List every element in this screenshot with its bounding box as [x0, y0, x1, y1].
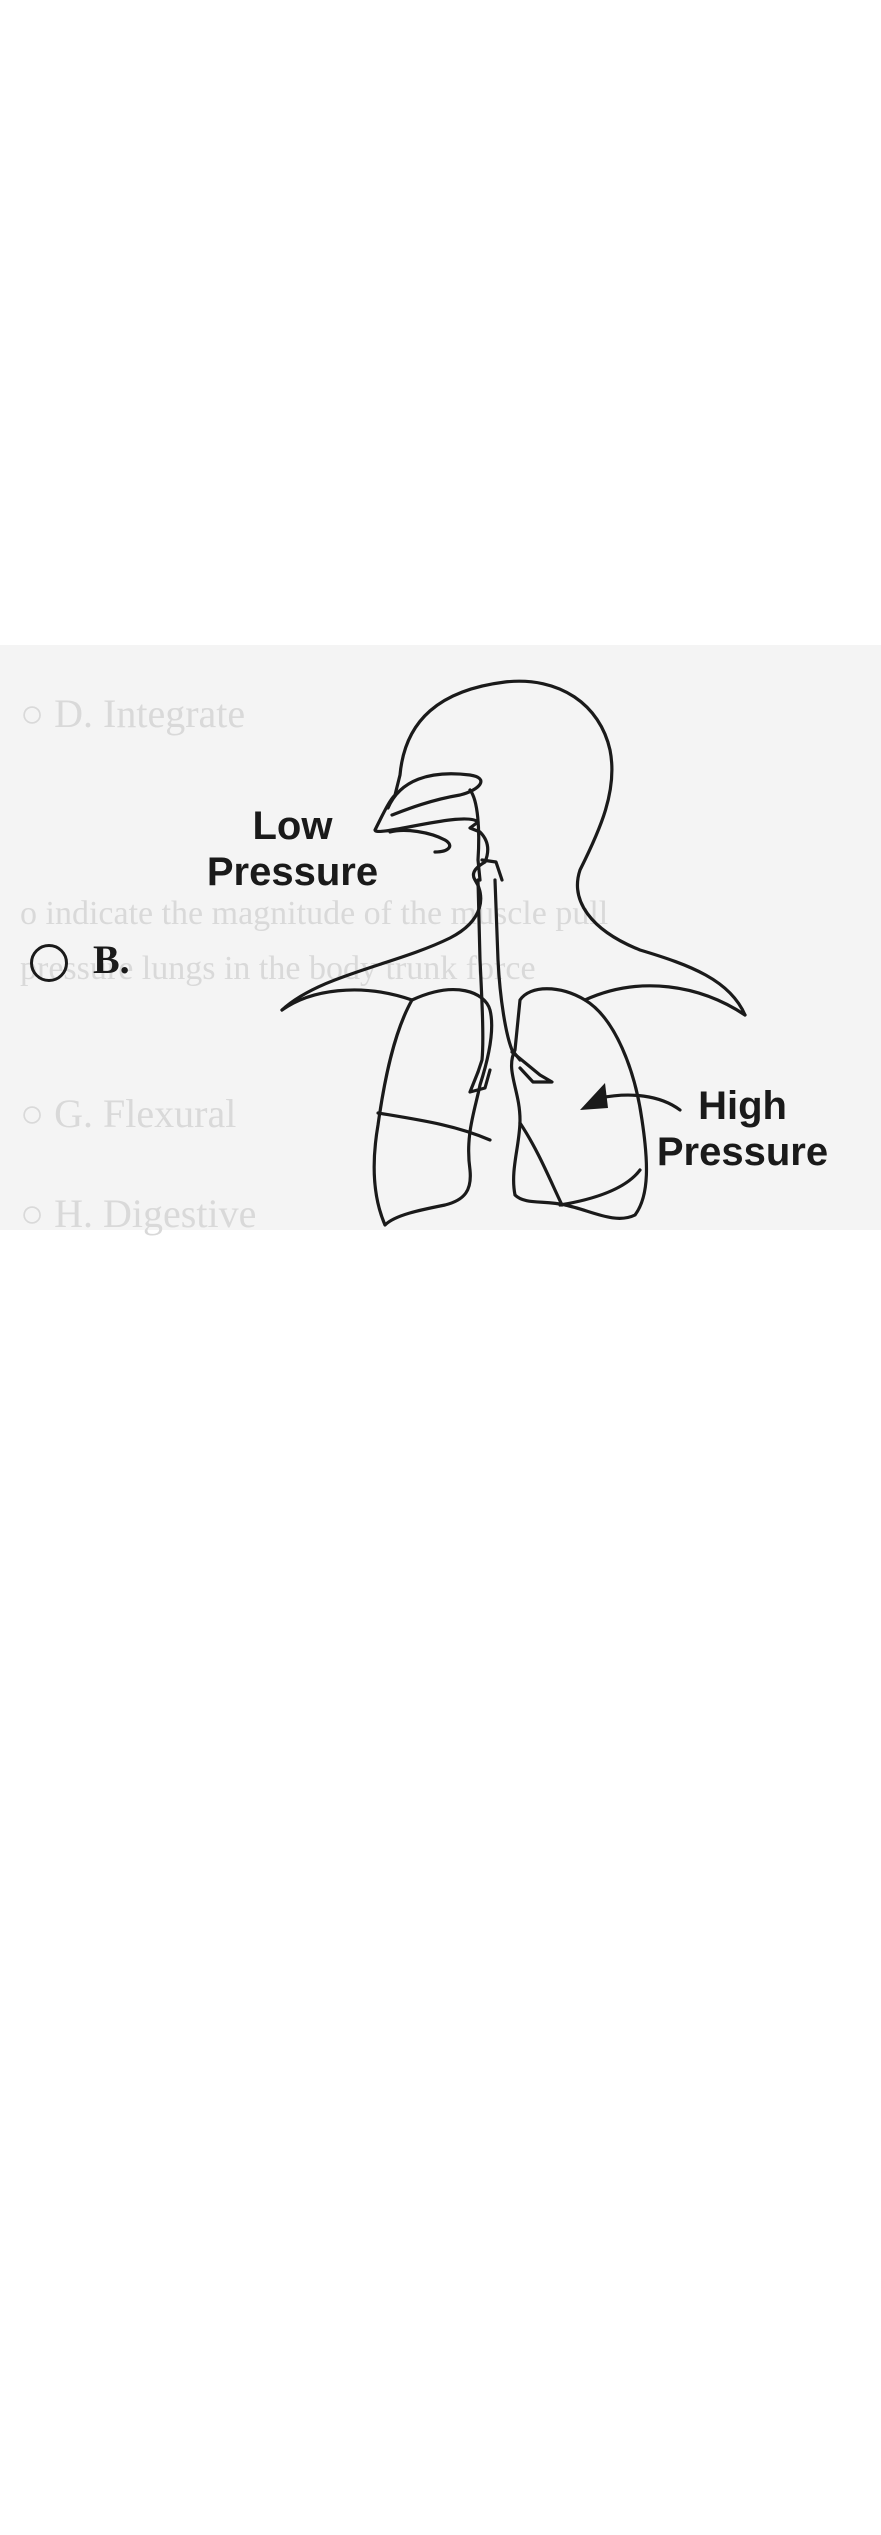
answer-radio-b[interactable]	[30, 944, 68, 982]
high-pressure-line2: Pressure	[656, 1130, 829, 1174]
low-pressure-label: Low Pressure	[190, 803, 395, 895]
answer-letter-b: B.	[93, 937, 130, 982]
ghost-line: o indicate the magnitude of the muscle p…	[20, 895, 609, 932]
right-bronchus	[510, 1050, 554, 1084]
left-shoulder	[280, 988, 414, 1012]
high-pressure-label: High Pressure	[640, 1083, 845, 1175]
mouth-cavity	[388, 828, 452, 854]
high-pressure-line1: High	[698, 1084, 787, 1128]
ghost-line: pressure lungs in the body trunk force	[20, 950, 536, 987]
low-pressure-line1: Low	[252, 804, 333, 848]
pharynx	[468, 788, 482, 882]
left-lung-fissure	[376, 1111, 492, 1142]
nasal-cavity	[386, 772, 483, 817]
right-lung	[509, 987, 649, 1220]
low-pressure-line2: Pressure	[206, 850, 379, 894]
ghost-line: ○ D. Integrate	[20, 691, 246, 736]
ghost-line: ○ H. Digestive	[20, 1191, 257, 1236]
right-lung-fissure-2	[558, 1168, 642, 1207]
right-shoulder	[583, 984, 747, 1017]
right-lung-fissure	[518, 1121, 564, 1207]
bleed-through-band	[0, 645, 881, 1230]
left-lung	[372, 988, 494, 1227]
pressure-arrow-shaft	[598, 1093, 682, 1112]
trachea-left	[476, 878, 485, 1074]
ghost-line: ○ G. Flexural	[20, 1091, 237, 1136]
esophagus	[480, 858, 504, 882]
pressure-arrow-head	[580, 1083, 608, 1110]
trachea-right	[493, 878, 522, 1062]
